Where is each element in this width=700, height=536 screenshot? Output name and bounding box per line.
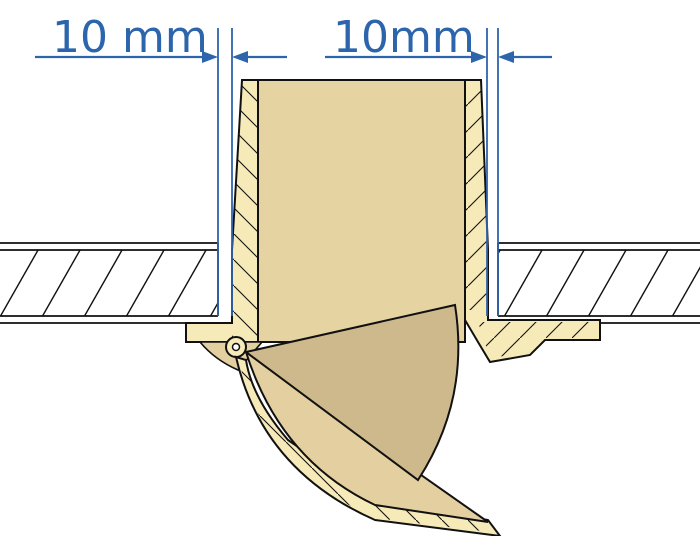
- dimension-right-label: 10mm: [333, 12, 475, 63]
- flap-segment-dark: [243, 303, 460, 482]
- hinge: [198, 336, 264, 371]
- inner-insert: [257, 79, 466, 343]
- wall-left: [0, 242, 219, 324]
- dimension-left: 10 mm: [35, 12, 287, 316]
- wall-right: [497, 242, 700, 324]
- dimension-left-label: 10 mm: [52, 12, 208, 63]
- frame-right-wall: [464, 79, 601, 364]
- dimension-right: 10mm: [325, 12, 552, 316]
